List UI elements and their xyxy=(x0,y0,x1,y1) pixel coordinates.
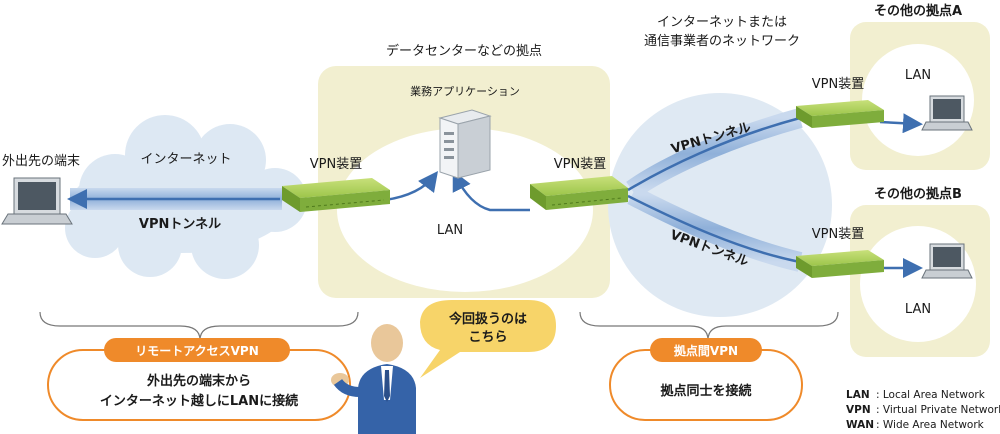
legend-wan-desc: : Wide Area Network xyxy=(876,419,985,431)
remote-access-badge xyxy=(104,338,290,362)
remote-brace xyxy=(39,311,359,341)
label-vpn-tunnel-remote: VPNトンネル xyxy=(139,217,221,232)
label-remote-terminal: 外出先の端末 xyxy=(2,154,80,169)
legend-lan-desc: : Local Area Network xyxy=(876,389,986,401)
laptop-icon-site-b xyxy=(921,243,973,279)
vpn-device-site-b xyxy=(796,250,884,278)
site-to-site-badge-text: 拠点間VPN xyxy=(674,343,738,358)
laptop-icon-remote xyxy=(1,177,73,225)
bubble-line1: 今回扱うのは xyxy=(448,311,527,327)
site-to-site-badge xyxy=(650,338,762,362)
remote-access-line2: インターネット越しにLANに接続 xyxy=(100,393,298,409)
label-vpn-device-site-a: VPN装置 xyxy=(812,77,864,92)
label-vpn-device-datacenter: VPN装置 xyxy=(554,157,606,172)
label-lan-site-b: LAN xyxy=(905,302,931,317)
person-icon xyxy=(331,324,416,434)
legend-lan-abbr: LAN xyxy=(846,389,870,401)
laptop-icon-site-a xyxy=(921,95,973,131)
label-datacenter: データセンターなどの拠点 xyxy=(386,43,542,59)
label-lan-site-a: LAN xyxy=(905,68,931,83)
legend-wan-abbr: WAN xyxy=(846,419,874,431)
bubble-line2: こちら xyxy=(468,330,507,345)
remote-access-line1: 外出先の端末から xyxy=(146,373,251,389)
label-business-app: 業務アプリケーション xyxy=(410,84,520,98)
label-lan-datacenter: LAN xyxy=(437,223,463,238)
vpn-device-site-a xyxy=(796,100,884,128)
server-icon xyxy=(438,109,492,179)
legend-vpn-desc: : Virtual Private Network xyxy=(876,404,1000,416)
label-site-b: その他の拠点B xyxy=(874,186,962,202)
label-internet: インターネット xyxy=(140,152,231,167)
remote-access-badge-text: リモートアクセスVPN xyxy=(135,344,259,358)
label-site-a: その他の拠点A xyxy=(874,3,962,19)
datacenter-lan-area xyxy=(337,128,593,292)
site-b-lan-area xyxy=(860,226,976,342)
label-vpn-device-site-b: VPN装置 xyxy=(812,227,864,242)
legend-vpn-abbr: VPN xyxy=(846,404,871,416)
label-carrier-line2: 通信事業者のネットワーク xyxy=(644,33,800,49)
vpn-device-datacenter xyxy=(530,176,628,210)
label-carrier-line1: インターネットまたは xyxy=(657,15,787,30)
label-vpn-device-remote: VPN装置 xyxy=(310,157,362,172)
speech-bubble xyxy=(420,300,556,378)
vpn-device-remote xyxy=(282,178,390,212)
site-to-site-line1: 拠点同士を接続 xyxy=(660,383,751,399)
